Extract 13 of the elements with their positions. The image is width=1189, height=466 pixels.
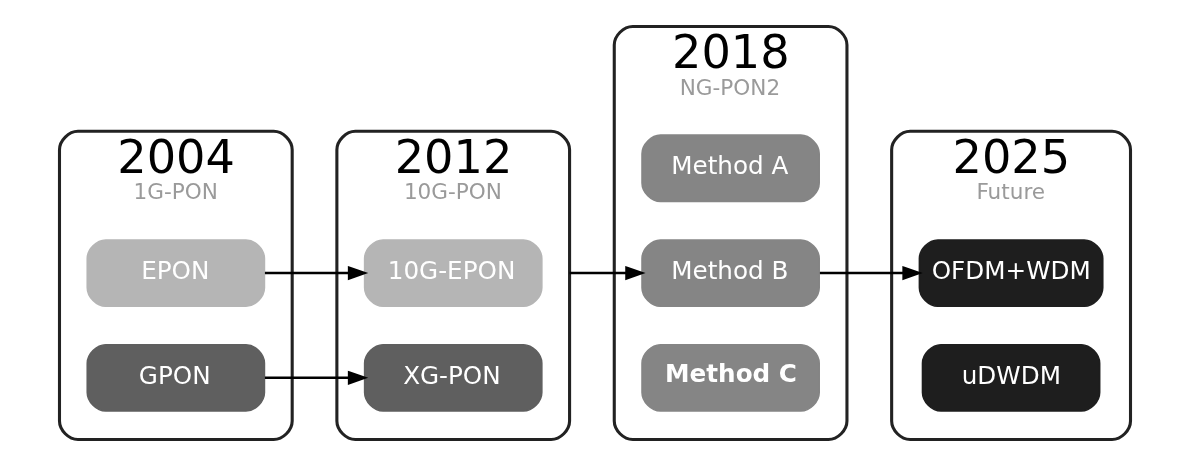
node-box: XG-PON <box>363 343 543 412</box>
node-box: Method B <box>640 239 820 307</box>
arrow <box>264 265 368 281</box>
node-box: OFDM+WDM <box>918 239 1104 307</box>
node-box: uDWDM <box>921 343 1100 412</box>
node-box: Method C <box>640 343 820 412</box>
node-box: Method A <box>640 134 820 203</box>
arrow <box>569 265 646 281</box>
node-box: GPON <box>85 343 265 412</box>
node-box: EPON <box>85 239 265 307</box>
arrow <box>264 370 368 385</box>
arrow <box>819 265 923 281</box>
node-box: 10G-EPON <box>363 239 543 307</box>
